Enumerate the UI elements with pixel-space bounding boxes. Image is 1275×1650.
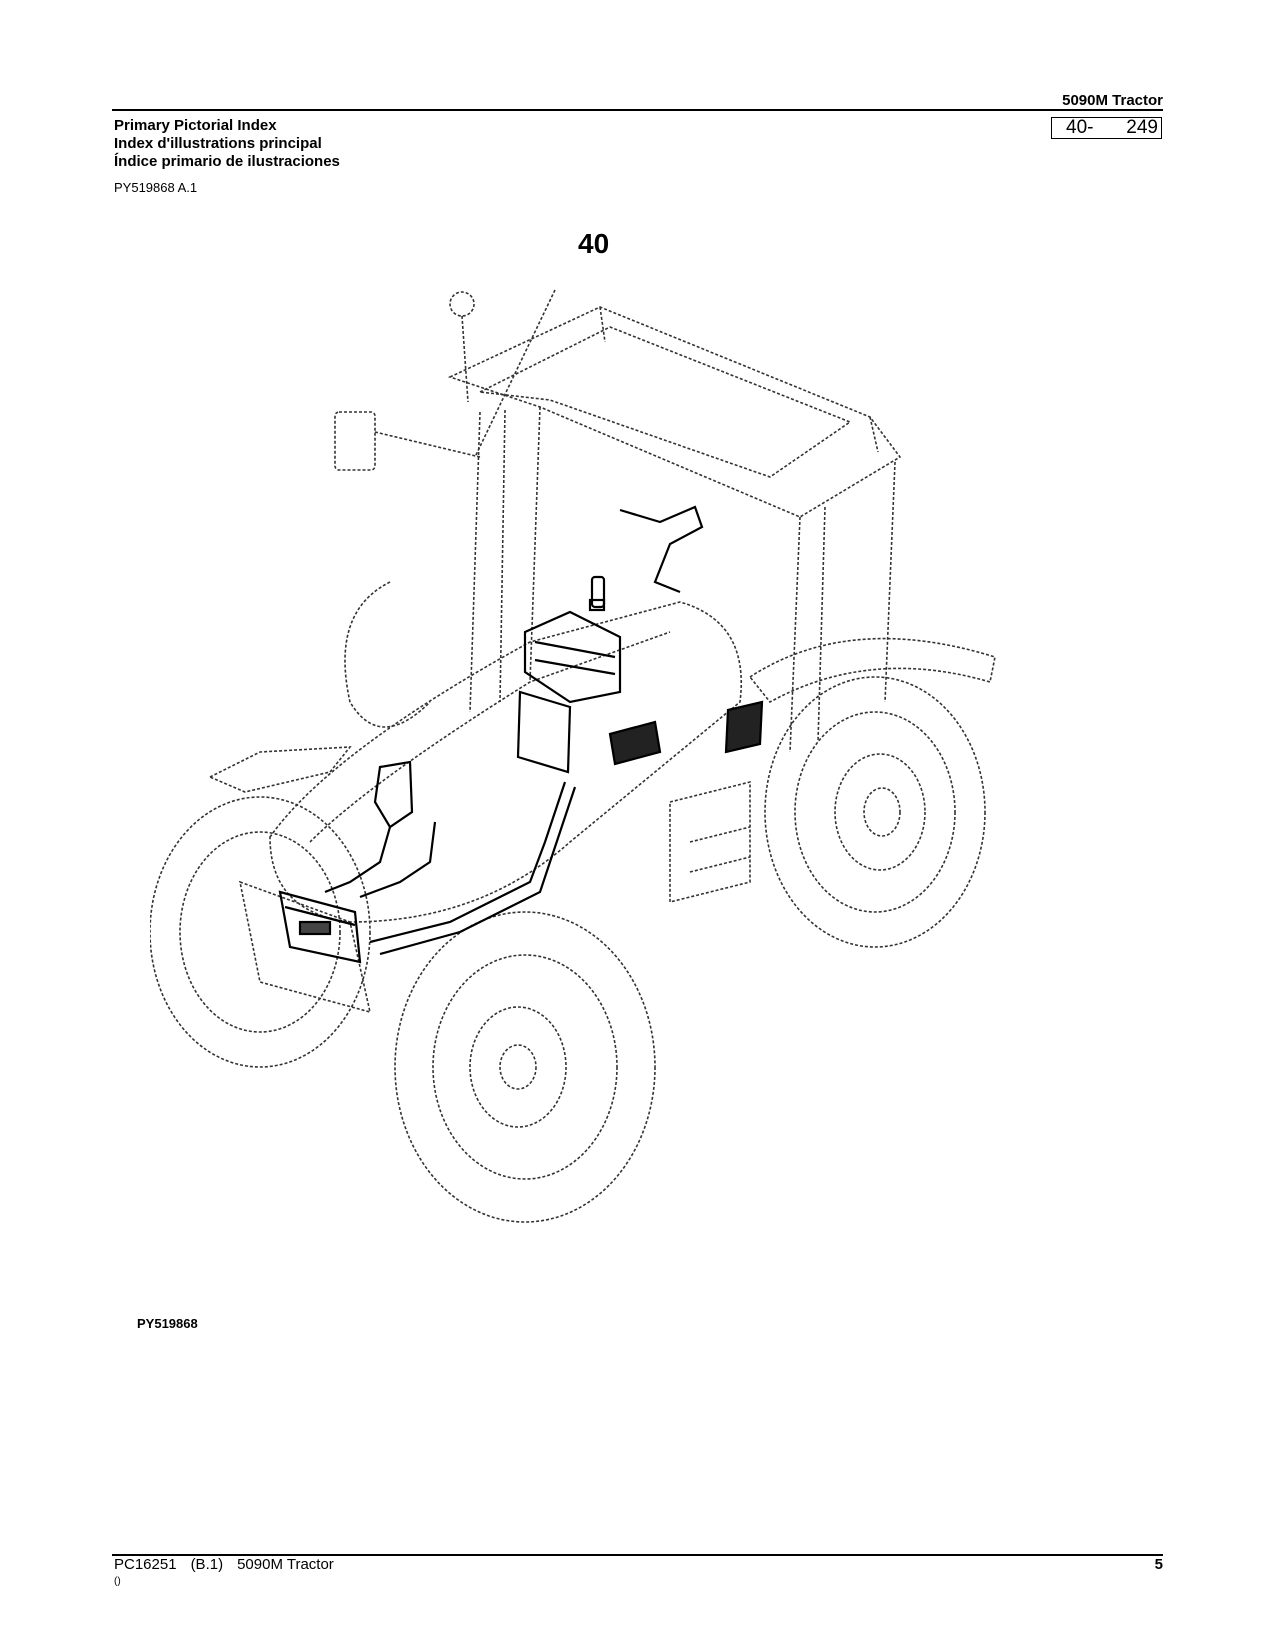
relay-connector [590, 575, 606, 609]
footer-note: () [114, 1576, 121, 1587]
footer-left: PC16251 (B.1) 5090M Tractor [114, 1556, 348, 1573]
cab-harness [619, 505, 704, 594]
tractor-illustration [150, 282, 1050, 1232]
left-mirror-outline [334, 411, 376, 471]
main-harness-a [324, 826, 392, 894]
header-rule [112, 109, 1163, 111]
rear-fender-outline [748, 637, 996, 704]
battery [278, 890, 362, 964]
antenna-outline [474, 289, 556, 458]
junction-box [608, 720, 662, 766]
title-spanish: Índice primario de ilustraciones [114, 153, 340, 170]
main-harness-b [369, 781, 567, 944]
illustration-caption: PY519868 [137, 1316, 198, 1331]
front-fender-outline [208, 746, 352, 793]
horn-assembly [373, 760, 414, 829]
front-right-wheel-outline [394, 911, 656, 1223]
dashboard-module [523, 610, 622, 704]
control-unit [516, 690, 572, 774]
footer-page-number: 5 [1154, 1556, 1163, 1573]
side-module [724, 700, 764, 754]
page-box-section: 40- [1066, 117, 1094, 138]
front-grille-outline [238, 880, 372, 1014]
front-left-wheel-outline [150, 796, 371, 1068]
footer-revision: (B.1) [190, 1556, 224, 1573]
title-french: Index d'illustrations principal [114, 135, 322, 152]
title-english: Primary Pictorial Index [114, 117, 277, 134]
section-number: 40 [578, 228, 610, 259]
footer-model: 5090M Tractor [237, 1556, 334, 1573]
header-model: 5090M Tractor [1062, 92, 1163, 109]
footer-rule [112, 1554, 1163, 1556]
page-box-page: 249 [1126, 117, 1158, 138]
rear-wheel-outline [764, 676, 986, 948]
cab-roof-outline [447, 306, 902, 518]
page-reference-box: 40- 249 [1051, 117, 1162, 139]
footer-catalog: PC16251 [114, 1556, 177, 1573]
figure-code: PY519868 A.1 [114, 180, 198, 195]
header-titles: Primary Pictorial Index Index d'illustra… [114, 117, 340, 171]
